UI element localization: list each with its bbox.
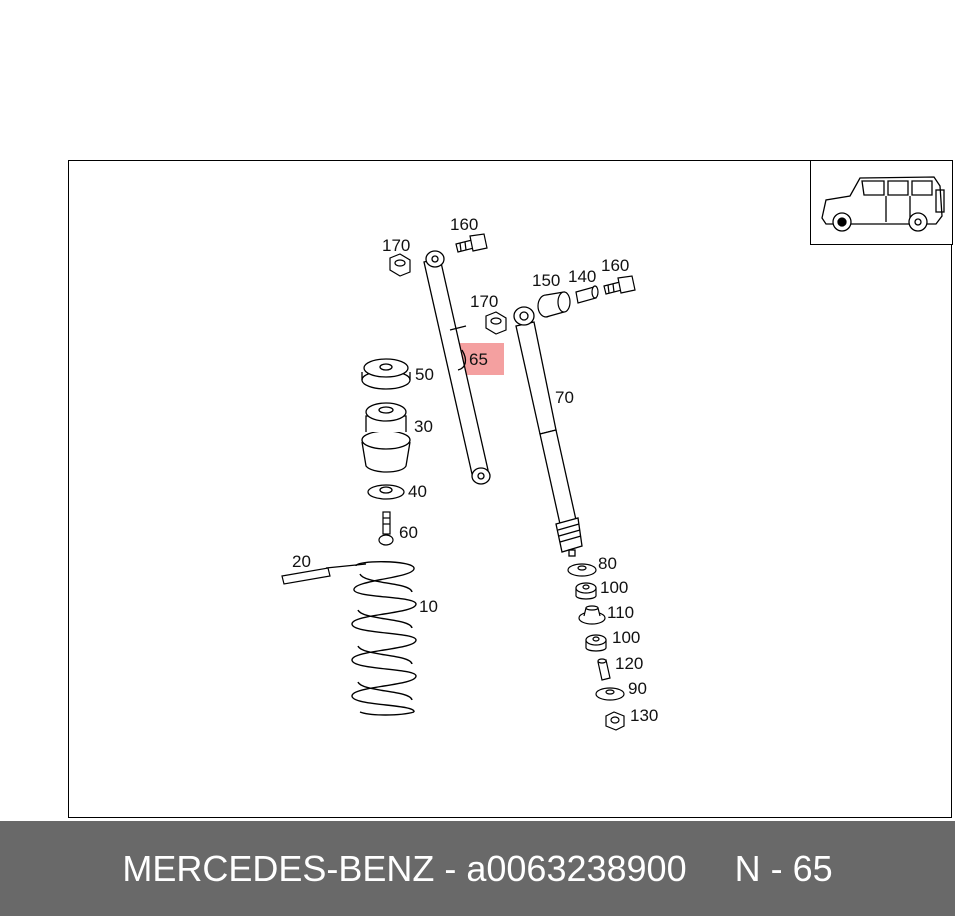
callout-110[interactable]: 110 bbox=[607, 603, 634, 622]
callout-160-right[interactable]: 160 bbox=[601, 256, 629, 275]
callout-90[interactable]: 90 bbox=[628, 679, 647, 698]
callout-60[interactable]: 60 bbox=[399, 523, 418, 542]
bushing-100-lower[interactable] bbox=[585, 634, 607, 652]
shock-absorber-70[interactable] bbox=[513, 306, 583, 557]
callout-120[interactable]: 120 bbox=[615, 654, 643, 673]
vehicle-icon bbox=[821, 176, 945, 232]
nut-130[interactable] bbox=[605, 711, 625, 731]
vehicle-thumbnail-box bbox=[810, 160, 953, 245]
washer-80[interactable] bbox=[567, 563, 597, 577]
bushing-150[interactable] bbox=[537, 291, 571, 318]
bump-stop-50[interactable] bbox=[361, 358, 411, 390]
rubber-buffer-30[interactable] bbox=[361, 402, 411, 473]
sleeve-120[interactable] bbox=[597, 658, 611, 681]
callout-10[interactable]: 10 bbox=[419, 597, 438, 616]
screw-60[interactable] bbox=[378, 511, 394, 546]
nut-170-left[interactable] bbox=[389, 253, 411, 277]
shock-absorber-65[interactable] bbox=[423, 250, 491, 485]
callout-70[interactable]: 70 bbox=[555, 388, 574, 407]
callout-40[interactable]: 40 bbox=[408, 482, 427, 501]
diagram-frame bbox=[68, 160, 952, 818]
footer-brand: MERCEDES-BENZ bbox=[122, 847, 435, 889]
footer-bar: MERCEDES-BENZ - a0063238900 N - 65 bbox=[0, 821, 955, 916]
callout-labels: 160 170 170 150 140 160 65 70 50 30 40 6… bbox=[292, 215, 658, 725]
callout-30[interactable]: 30 bbox=[414, 417, 433, 436]
callout-50[interactable]: 50 bbox=[415, 365, 434, 384]
callout-150[interactable]: 150 bbox=[532, 271, 560, 290]
pin-20[interactable] bbox=[281, 563, 367, 585]
coil-spring-10[interactable] bbox=[351, 561, 417, 716]
callout-160-left[interactable]: 160 bbox=[450, 215, 478, 234]
callout-100-lower[interactable]: 100 bbox=[612, 628, 640, 647]
washer-40[interactable] bbox=[367, 484, 405, 500]
footer-position-label: N - 65 bbox=[734, 847, 833, 889]
bolt-160-right[interactable] bbox=[603, 275, 636, 295]
bolt-160-left[interactable] bbox=[455, 233, 488, 253]
footer-part-number: a0063238900 bbox=[466, 847, 687, 889]
callout-65[interactable]: 65 bbox=[469, 350, 488, 369]
callout-80[interactable]: 80 bbox=[598, 554, 617, 573]
callout-20[interactable]: 20 bbox=[292, 552, 311, 571]
callout-100-upper[interactable]: 100 bbox=[600, 578, 628, 597]
callout-170-right[interactable]: 170 bbox=[470, 292, 498, 311]
bushing-110[interactable] bbox=[578, 605, 606, 625]
callout-130[interactable]: 130 bbox=[630, 706, 658, 725]
bushing-100-upper[interactable] bbox=[575, 582, 597, 600]
callout-170-left[interactable]: 170 bbox=[382, 236, 410, 255]
footer-dash: - bbox=[434, 847, 467, 889]
washer-90[interactable] bbox=[595, 687, 625, 701]
callout-140[interactable]: 140 bbox=[568, 267, 596, 286]
nut-170-right[interactable] bbox=[485, 311, 507, 335]
sleeve-140[interactable] bbox=[575, 285, 599, 304]
